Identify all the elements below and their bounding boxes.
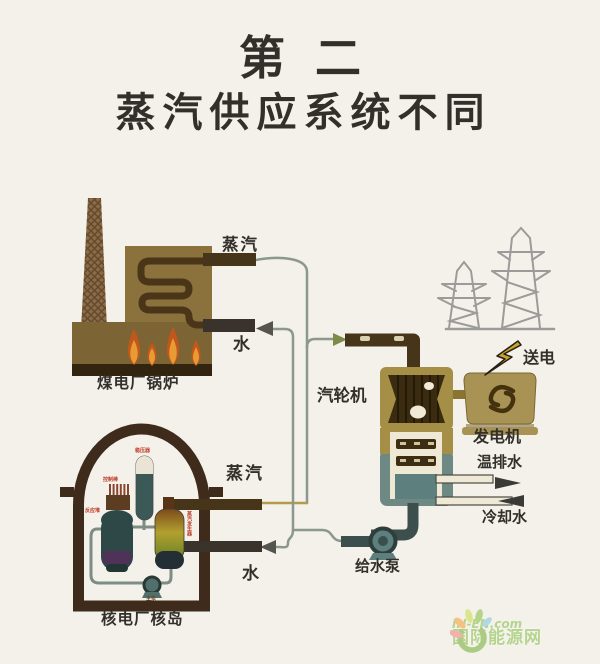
boiler-steam-pipe <box>203 253 256 266</box>
watermark-flower-icon <box>450 609 492 653</box>
page-title: 第二 <box>239 31 391 85</box>
warm-discharge-label: 温排水 <box>477 453 523 471</box>
generator-body <box>463 372 537 425</box>
warm-discharge-arrow <box>495 477 521 489</box>
steam-generator-label: 蒸汽发生器 <box>186 511 192 536</box>
pressurizer-label: 稳压器 <box>135 448 151 454</box>
primary-loop-pipes <box>89 519 173 585</box>
boiler-base-strip <box>72 364 212 376</box>
control-rods-icon <box>106 484 130 510</box>
coal-boiler-illustration <box>72 198 256 376</box>
warm-discharge-pipe <box>435 474 494 484</box>
condenser-water-block <box>395 474 437 499</box>
condenser-illustration <box>371 428 524 541</box>
generator-shaft <box>453 390 469 399</box>
boiler-water-pipe <box>203 319 255 332</box>
page-subtitle: 蒸汽供应系统不同 <box>115 90 492 136</box>
island-steam-pipe <box>163 499 262 510</box>
pressurizer-icon <box>135 455 154 521</box>
lightning-bolt-icon <box>484 340 522 376</box>
generator-label: 发电机 <box>473 427 522 446</box>
nuclear-water-label: 水 <box>242 564 259 584</box>
transmission-towers-icon <box>437 226 556 331</box>
watermark-name: 国际能源网 <box>452 628 542 649</box>
steam-generator-icon <box>154 497 185 569</box>
island-water-pipe <box>180 541 262 552</box>
main-pump-icon <box>142 575 162 598</box>
steam-to-turbine-arrow <box>333 333 347 346</box>
turbine-label: 汽轮机 <box>317 386 367 405</box>
boiler-coil <box>137 257 209 329</box>
watermark: IN-EN.com 国际能源网 <box>450 604 598 662</box>
transmit-label: 送电 <box>523 348 556 367</box>
flames-icon <box>128 327 201 366</box>
nuclear-island-illustration <box>60 423 262 612</box>
water-to-boiler-arrow <box>256 321 273 336</box>
reactor-vessel-icon <box>101 510 133 572</box>
boiler-base <box>72 322 212 368</box>
feed-pump-label: 给水泵 <box>355 557 401 575</box>
containment-dome <box>73 423 210 612</box>
coal-boiler-caption: 煤电厂锅炉 <box>97 374 180 392</box>
water-to-island-arrow <box>260 540 276 554</box>
nuclear-island-caption: 核电厂核岛 <box>101 610 184 628</box>
coal-water-label: 水 <box>233 335 250 355</box>
cooling-water-arrow <box>498 495 524 507</box>
control-rods-label: 控制棒 <box>103 477 119 483</box>
condensate-pipe <box>371 503 419 541</box>
cooling-water-label: 冷却水 <box>482 508 528 526</box>
reactor-label: 反应堆 <box>85 508 101 514</box>
flow-lines <box>254 256 347 554</box>
coal-steam-label: 蒸汽 <box>222 235 259 254</box>
nuclear-steam-label: 蒸汽 <box>226 464 264 484</box>
generator-illustration <box>462 340 538 435</box>
generator-swirl-icon <box>488 384 516 414</box>
turbine-illustration <box>345 333 469 436</box>
feed-pump-illustration <box>341 526 398 560</box>
main-pump-label: 主泵 <box>146 596 157 602</box>
